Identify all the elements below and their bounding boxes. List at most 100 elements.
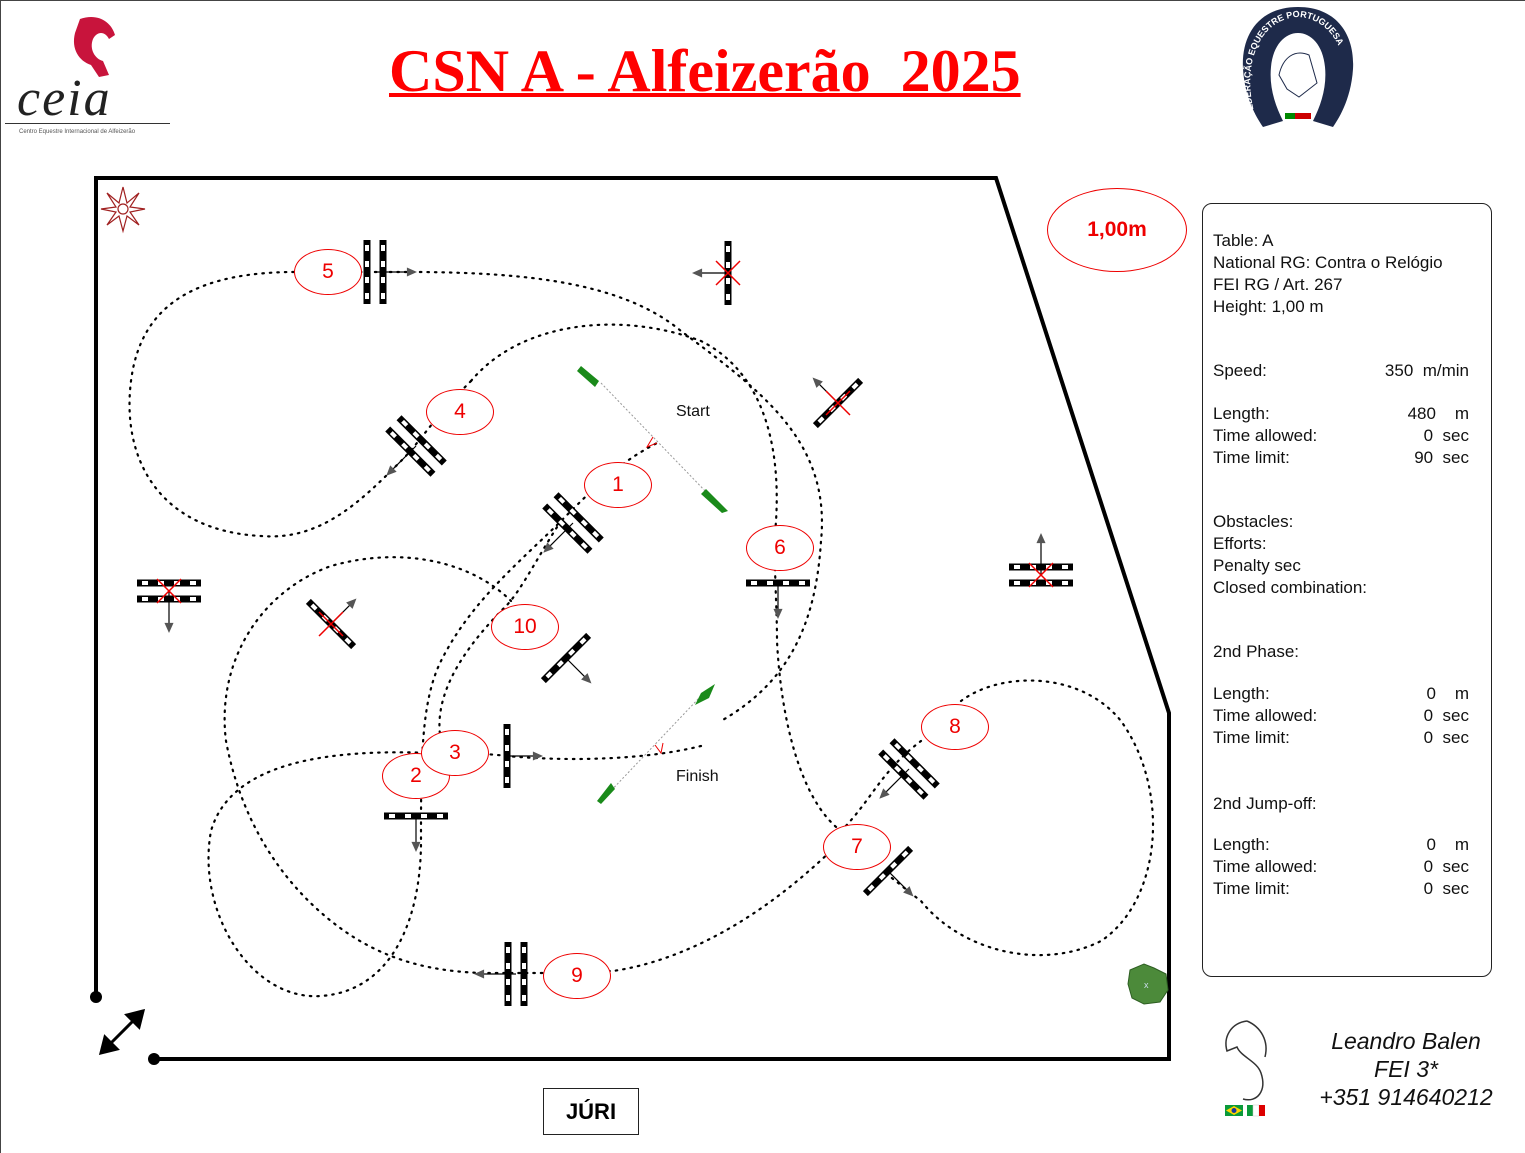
unused-fence: [137, 578, 201, 633]
info-table: Table: A: [1213, 231, 1274, 250]
finish-direction-arrow-icon: [654, 742, 664, 755]
finish-label: Finish: [676, 768, 719, 785]
label: Speed:: [1213, 361, 1267, 380]
fence: [503, 724, 543, 788]
info-phase2-title: 2nd Phase:: [1213, 642, 1300, 661]
value: 90 sec: [1414, 448, 1469, 467]
fence: [540, 632, 592, 684]
obstacle-number-4: 4: [426, 389, 494, 435]
label: Length:: [1213, 835, 1270, 854]
fence: [384, 812, 448, 852]
info-row: Time limit: 0 sec: [1213, 728, 1469, 748]
label: Length:: [1213, 684, 1270, 703]
crossed-out-icon: [825, 390, 851, 416]
obstacle-number-9: 9: [543, 953, 611, 999]
label: Time allowed:: [1213, 706, 1318, 725]
value: 0 m: [1426, 684, 1469, 703]
label: Time limit:: [1213, 448, 1290, 467]
info-penalty: Penalty sec: [1213, 556, 1301, 575]
crossed-out-icon: [715, 260, 741, 286]
fence: [878, 738, 940, 800]
value: 0 sec: [1423, 857, 1469, 876]
horse-logo-icon: [73, 16, 115, 77]
start-direction-arrow-icon: [645, 436, 658, 449]
unused-fence: [305, 598, 357, 650]
fence: [862, 845, 914, 897]
info-jumpoff-title: 2nd Jump-off:: [1213, 794, 1317, 813]
jury-box: JÚRI: [543, 1088, 639, 1135]
direction-arrow-icon: [474, 969, 516, 979]
fence: [474, 942, 528, 1006]
info-row: Length: 0 m: [1213, 684, 1469, 704]
start-line: [577, 366, 728, 513]
info-national-rg: National RG: Contra o Relógio: [1213, 253, 1443, 272]
direction-arrow-icon: [543, 522, 574, 553]
obstacle-number-6: 6: [746, 525, 814, 571]
direction-arrow-icon: [411, 816, 421, 852]
direction-arrow-icon: [565, 657, 592, 684]
fence: [363, 240, 417, 304]
course-info-panel: Table: A National RG: Contra o Relógio F…: [1202, 203, 1492, 977]
info-row: Time limit:0 sec: [1213, 879, 1469, 899]
direction-arrow-icon: [164, 591, 174, 633]
gate-post: [90, 991, 102, 1003]
value: 480 m: [1407, 404, 1469, 423]
fep-logo: FEDERAÇÃO EQUESTRE PORTUGUESA: [1239, 5, 1357, 130]
svg-text:x: x: [1144, 980, 1149, 990]
designer-level: FEI 3*: [1374, 1056, 1438, 1082]
info-fei-rg: FEI RG / Art. 267: [1213, 275, 1343, 294]
obstacle-number-1: 1: [584, 462, 652, 508]
direction-arrow-icon: [386, 445, 417, 476]
info-row: Time allowed: 0 sec: [1213, 857, 1469, 877]
obstacle-number-3: 3: [421, 730, 489, 776]
track-path: [128, 270, 1155, 998]
obstacle-number-10: 10: [491, 604, 559, 650]
value: 0 sec: [1423, 426, 1469, 445]
obstacle-number-7: 7: [823, 824, 891, 870]
designer-phone: +351 914640212: [1319, 1084, 1493, 1110]
obstacle-number-8: 8: [921, 704, 989, 750]
value: 0 sec: [1423, 728, 1469, 747]
value: 0 m: [1426, 835, 1469, 854]
fence: [746, 579, 810, 619]
obstacle-number-5: 5: [294, 249, 362, 295]
start-flag-icon: [577, 366, 599, 387]
label: Time allowed:: [1213, 857, 1318, 876]
logo-divider: [5, 123, 170, 124]
designer-horse-logo-icon: [1225, 1020, 1267, 1117]
label: Length:: [1213, 404, 1270, 423]
ceia-logo: ceia Centro Equestre Internacional de Al…: [5, 9, 170, 135]
direction-arrow-icon: [507, 751, 543, 761]
value: 0 sec: [1423, 879, 1469, 898]
arena-boundary: [94, 176, 1171, 1061]
unused-fence: [1009, 533, 1073, 588]
finish-flag-icon: [597, 783, 615, 804]
direction-arrow-icon: [887, 870, 914, 897]
crossed-out-icon: [156, 578, 182, 604]
info-row: Time allowed:0 sec: [1213, 426, 1469, 446]
course-designer: Leandro Balen FEI 3* +351 914640212: [1306, 1027, 1506, 1111]
direction-arrow-icon: [773, 583, 783, 619]
info-height: Height: 1,00 m: [1213, 297, 1324, 316]
page-title: CSN A - Alfeizerão 2025: [389, 38, 1021, 104]
direction-arrow-icon: [692, 268, 728, 278]
info-speed: Speed:350 m/min: [1213, 361, 1469, 381]
unused-fence: [812, 377, 864, 429]
direction-arrow-icon: [1036, 533, 1046, 575]
info-row: Time allowed:0 sec: [1213, 706, 1469, 726]
label: Time limit:: [1213, 728, 1290, 747]
crossed-out-icon: [1028, 562, 1054, 588]
compass-icon: [100, 186, 146, 234]
logo-wordmark: ceia: [17, 70, 112, 127]
info-obstacles: Obstacles:: [1213, 512, 1294, 531]
gate-post: [148, 1053, 160, 1065]
start-label: Start: [676, 403, 710, 420]
logo-subtitle: Centro Equestre Internacional de Alfeize…: [19, 129, 136, 135]
start-flag-icon: [701, 489, 728, 513]
unused-fence: [692, 241, 741, 305]
finish-line: [597, 684, 715, 804]
designer-name: Leandro Balen: [1331, 1028, 1481, 1054]
tree-icon: x: [1127, 963, 1169, 1005]
entrance-arrow-icon: [98, 1008, 146, 1056]
